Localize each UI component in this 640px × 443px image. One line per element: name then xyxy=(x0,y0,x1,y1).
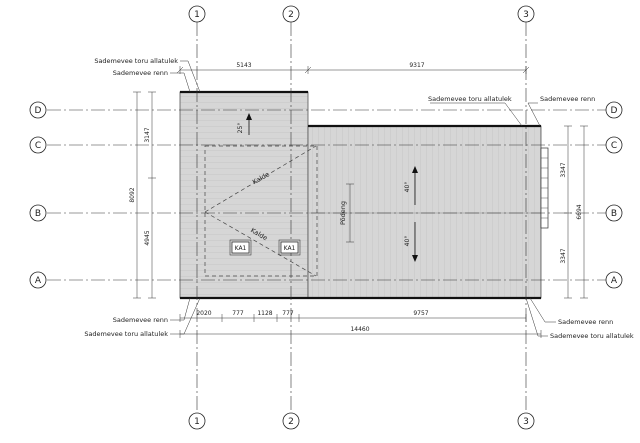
svg-text:B: B xyxy=(35,209,41,219)
dim-left-lower: 4945 xyxy=(144,230,151,245)
grid-bubble-1-top: 1 xyxy=(188,5,206,23)
grid-bubble-2-bottom: 2 xyxy=(282,412,300,430)
hip-outline xyxy=(204,145,318,277)
grid-bubble-C-left: C xyxy=(29,136,47,154)
dim-bottom-4: 777 xyxy=(282,310,294,317)
svg-text:2: 2 xyxy=(288,10,294,20)
dim-left-outer: 8092 xyxy=(129,187,136,202)
dim-right-outer: 6694 xyxy=(576,204,583,219)
label-gutter-bottom-right: Sademevee renn xyxy=(558,318,613,326)
svg-text:D: D xyxy=(611,106,618,116)
tag-ka-left: KA1 xyxy=(229,239,252,256)
main-roof-panel xyxy=(307,125,542,299)
slope-arrow-main-top xyxy=(412,166,418,205)
grid-bubble-B-right: B xyxy=(605,204,623,222)
svg-text:KA1: KA1 xyxy=(284,245,296,252)
label-downpipe-bottom-left: Sademevee toru allatulek xyxy=(84,330,168,338)
svg-text:3: 3 xyxy=(523,417,529,427)
label-gutter-top-right: Sademevee renn xyxy=(540,95,595,103)
callout-leaders xyxy=(170,60,556,337)
grid-bubble-B-left: B xyxy=(29,204,47,222)
svg-text:KA1: KA1 xyxy=(235,245,247,252)
dim-bottom-1: 2020 xyxy=(196,310,211,317)
grid-bubble-1-bottom: 1 xyxy=(188,412,206,430)
grid-bubble-D-left: D xyxy=(29,101,47,119)
grid-bubble-3-bottom: 3 xyxy=(517,412,535,430)
grid-lines xyxy=(47,22,606,413)
bottom-dimension-lines xyxy=(179,314,542,338)
grid-bubble-2-top: 2 xyxy=(282,5,300,23)
grid-bubble-3-top: 3 xyxy=(517,5,535,23)
dim-bottom-5: 9757 xyxy=(413,310,428,317)
dim-right-upper: 3347 xyxy=(560,162,567,177)
slope-arrow-upper xyxy=(246,113,252,135)
svg-text:A: A xyxy=(35,276,42,286)
dim-bottom-3: 1128 xyxy=(257,310,272,317)
dim-left-upper: 3147 xyxy=(144,127,151,142)
roof-surfaces xyxy=(179,91,542,299)
upper-roof-panel xyxy=(179,91,309,299)
dim-right-lower: 3347 xyxy=(560,248,567,263)
svg-text:C: C xyxy=(611,141,617,151)
label-gutter-top-left: Sademevee renn xyxy=(113,69,168,77)
grid-bubble-C-right: C xyxy=(605,136,623,154)
svg-text:3: 3 xyxy=(523,10,529,20)
slope-main-top-value: 40° xyxy=(404,182,411,193)
top-dimension-line xyxy=(176,66,530,74)
svg-text:D: D xyxy=(35,106,42,116)
label-ridge: Põdeng xyxy=(339,201,347,225)
grid-bubbles: 1 2 3 1 2 3 D C B A D C B A xyxy=(29,5,623,430)
label-downpipe-top-left: Sademevee toru allatulek xyxy=(94,57,178,65)
grid-bubble-D-right: D xyxy=(605,101,623,119)
grid-bubble-A-right: A xyxy=(605,271,623,289)
label-downpipe-bottom-right: Sademevee toru allatulek xyxy=(550,332,634,340)
label-gutter-bottom-left: Sademevee renn xyxy=(113,316,168,324)
svg-text:1: 1 xyxy=(194,10,200,20)
right-dimension-lines xyxy=(564,125,588,299)
tag-ka-right: KA1 xyxy=(278,239,301,256)
gutters xyxy=(180,90,541,300)
label-downpipe-top-right: Sademevee toru allatulek xyxy=(428,95,512,103)
slope-main-bottom-value: 40° xyxy=(404,236,411,247)
svg-text:1: 1 xyxy=(194,417,200,427)
ridge-marker xyxy=(346,183,354,243)
svg-text:C: C xyxy=(35,141,41,151)
grid-bubble-A-left: A xyxy=(29,271,47,289)
left-dimension-lines xyxy=(133,91,156,299)
dim-bottom-total: 14460 xyxy=(350,326,369,333)
right-edge-element xyxy=(540,147,549,229)
slope-upper-value: 25° xyxy=(237,123,244,134)
svg-text:2: 2 xyxy=(288,417,294,427)
dim-bottom-2: 777 xyxy=(232,310,244,317)
svg-text:A: A xyxy=(611,276,618,286)
dim-top-1: 5143 xyxy=(236,62,251,69)
slope-arrow-main-bottom xyxy=(412,222,418,262)
dim-top-2: 9317 xyxy=(409,62,424,69)
svg-text:B: B xyxy=(611,209,617,219)
